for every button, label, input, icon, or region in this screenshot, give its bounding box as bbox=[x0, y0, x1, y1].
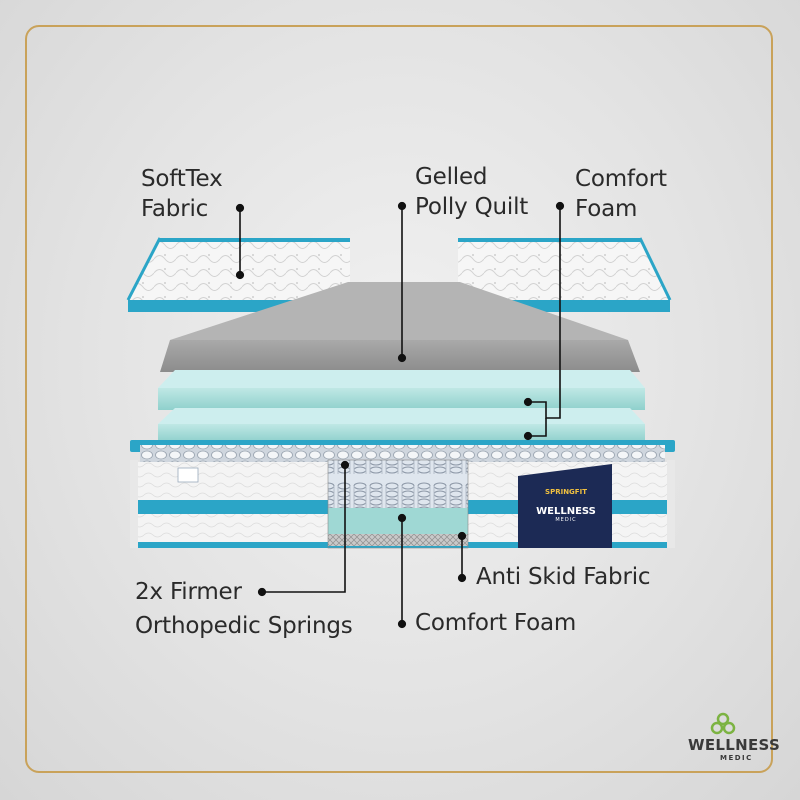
brand-panel-top: SPRINGFIT bbox=[545, 488, 587, 496]
label-comfort-foam-bottom: Comfort Foam bbox=[415, 610, 577, 636]
leaf-logo-icon bbox=[710, 712, 736, 735]
label-anti-skid-fabric: Anti Skid Fabric bbox=[476, 564, 651, 590]
mattress-base bbox=[130, 440, 675, 549]
wellness-medic-logo: WELLNESS MEDIC bbox=[688, 712, 780, 772]
brand-panel: SPRINGFIT WELLNESS MEDIC bbox=[520, 480, 612, 540]
label-firmer-springs: 2x Firmer Orthopedic Springs bbox=[135, 579, 353, 639]
brand-panel-sub: MEDIC bbox=[555, 517, 577, 523]
label-gelled-polly-quilt: Gelled Polly Quilt bbox=[415, 164, 529, 220]
logo-wordmark: WELLNESS bbox=[688, 736, 781, 754]
brand-panel-main: WELLNESS bbox=[536, 506, 596, 517]
label-softtex-fabric: SoftTex Fabric bbox=[141, 166, 223, 222]
gold-frame bbox=[25, 25, 773, 773]
label-comfort-foam-top: Comfort Foam bbox=[575, 166, 667, 222]
comfort-foam-layer-2 bbox=[158, 408, 645, 442]
comfort-foam-layer-1 bbox=[158, 370, 645, 410]
logo-subtext: MEDIC bbox=[720, 754, 753, 762]
